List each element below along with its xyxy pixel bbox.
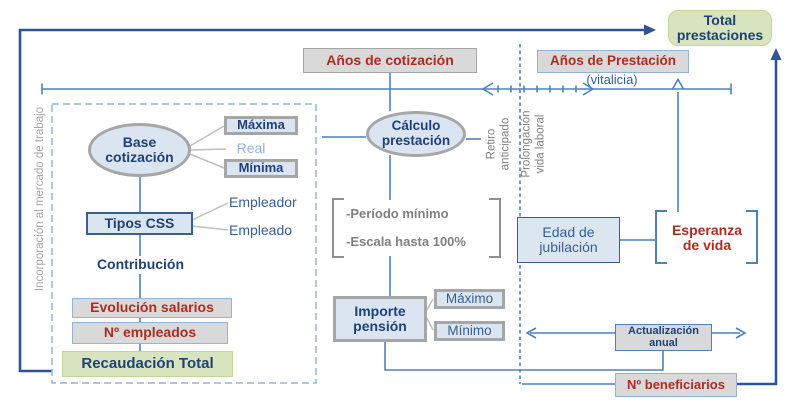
evolucion-salarios-box: Evolución salarios (72, 298, 232, 318)
minima-box: Mínima (224, 159, 298, 178)
actualizacion-anual-box: Actualización anual (615, 324, 712, 351)
importe-pension-box: Importe pensión (333, 296, 427, 342)
incorporacion-mercado-label: Incorporación al mercado de trabajo (33, 106, 46, 292)
n-empleados-box: Nº empleados (72, 322, 228, 344)
periodo-brackets (332, 198, 501, 258)
periodo-minimo-line: -Período mínimo (346, 205, 449, 221)
recaudacion-total-box: Recaudación Total (62, 351, 233, 377)
maxima-box: Máxima (224, 116, 298, 135)
timeline (41, 82, 732, 96)
dashed-subsystem-box (51, 103, 317, 384)
esperanza-brackets (655, 210, 758, 264)
retiro-anticipado-label: Retiro anticipado (485, 117, 512, 171)
n-beneficiarios-box: Nº beneficiarios (615, 373, 737, 397)
periodo-escala-note: -Período mínimo -Escala hasta 100% (346, 200, 488, 256)
anos-prestacion-box: Años de Prestación (537, 50, 689, 73)
prolongacion-vida-label: Prolongación vida laboral (520, 110, 547, 178)
outer-loop-arrowheads (644, 24, 782, 60)
outer-loop-arrow (18, 28, 778, 386)
empleado-label: Empleado (229, 221, 293, 238)
maximo-box: Máximo (434, 289, 505, 309)
esperanza-to-timeline-arrow (671, 77, 685, 212)
timeline-right-arrowhead (582, 82, 595, 96)
contribucion-label: Contribución (83, 256, 198, 274)
real-label: Real (236, 140, 266, 157)
actualizacion-arrowheads (525, 327, 747, 339)
base-cotizacion-ellipse: Base cotización (88, 123, 191, 177)
empleador-label: Empleador (229, 193, 297, 210)
calculo-prestacion-ellipse: Cálculo prestación (366, 111, 466, 157)
escala-100-line: -Escala hasta 100% (346, 233, 466, 249)
tipos-css-box: Tipos CSS (86, 212, 193, 235)
esperanza-vida-label: Esperanza de vida (671, 221, 743, 253)
vitalicia-label: (vitalicia) (586, 71, 638, 87)
minimo-box: Mínimo (434, 321, 505, 341)
anos-cotizacion-box: Años de cotización (303, 48, 477, 73)
timeline-left-arrowhead (481, 82, 494, 96)
edad-jubilacion-box: Edad de jubilación (517, 217, 620, 263)
total-prestaciones-box: Total prestaciones (668, 10, 772, 46)
fan-lines (189, 125, 434, 331)
